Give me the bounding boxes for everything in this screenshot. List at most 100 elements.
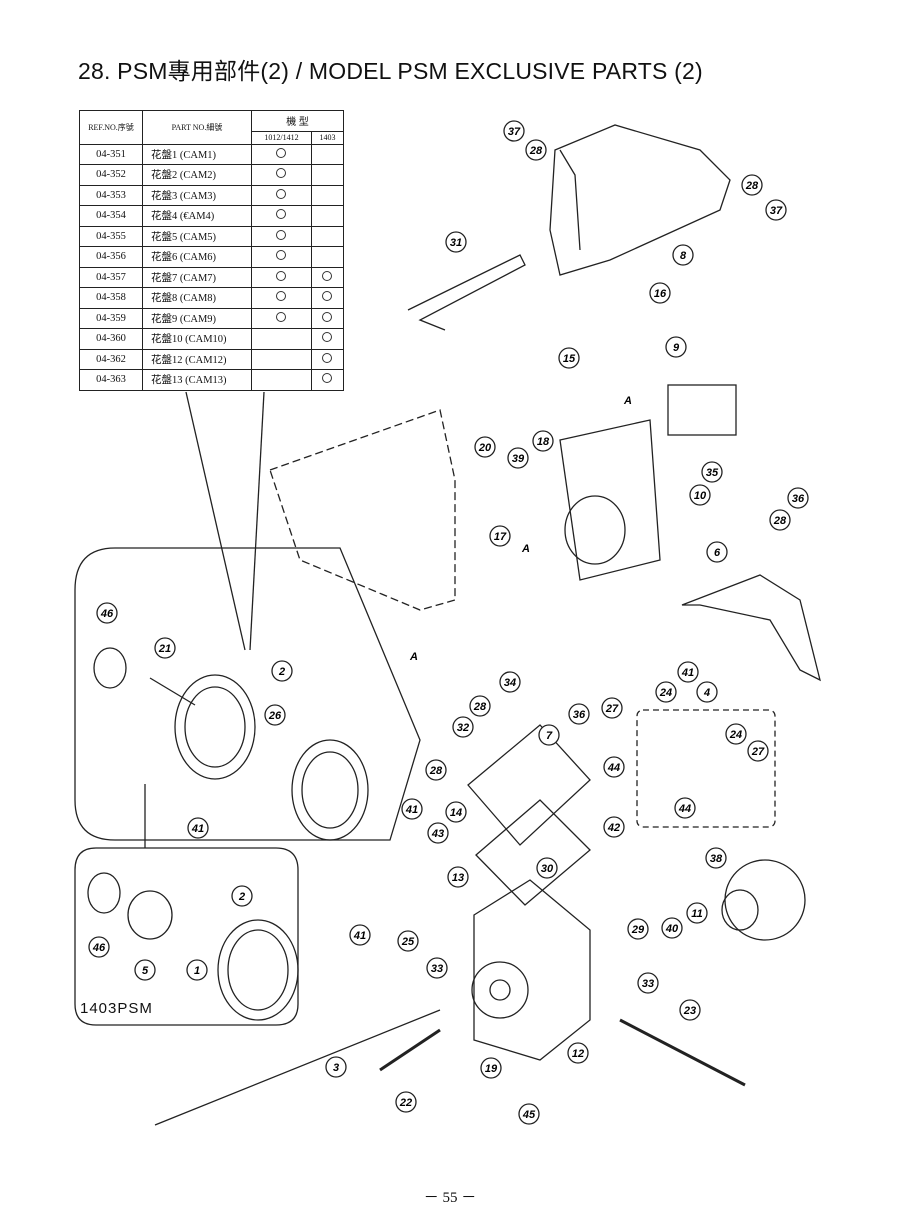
callout-28: 28: [741, 174, 763, 196]
callout-43: 43: [427, 822, 449, 844]
callout-label: 34: [504, 677, 516, 689]
callout-28: 28: [769, 509, 791, 531]
callout-label: 41: [191, 823, 204, 835]
callout-label: 36: [573, 709, 586, 721]
callout-13: 13: [447, 866, 469, 888]
part-name-cell: 花盤13 (CAM13): [142, 369, 252, 391]
callout-label: 32: [457, 722, 469, 734]
callout-21: 21: [154, 637, 176, 659]
callout-label: 44: [678, 803, 691, 815]
page-title: 28. PSM專用部件(2) / MODEL PSM EXCLUSIVE PAR…: [78, 58, 703, 84]
callout-label: 45: [522, 1109, 536, 1121]
header-model-b: 1403: [310, 130, 345, 145]
callout-10: 10: [689, 484, 711, 506]
callout-label: 41: [353, 930, 366, 942]
callout-29: 29: [627, 918, 649, 940]
callout-label: 5: [142, 965, 149, 977]
model-a-cell: [251, 246, 312, 268]
callout-label: 16: [654, 288, 667, 300]
callout-41: 41: [349, 924, 371, 946]
callout-label: 3: [333, 1062, 339, 1074]
callout-label: 36: [792, 493, 805, 505]
applicable-circle-icon: [322, 373, 333, 384]
applicable-circle-icon: [322, 352, 333, 363]
callout-27: 27: [601, 697, 623, 719]
callout-11: 11: [686, 902, 708, 924]
callout-15: 15: [558, 347, 580, 369]
applicable-circle-icon: [276, 188, 287, 199]
callout-37: 37: [765, 199, 787, 221]
callout-23: 23: [679, 999, 701, 1021]
arrow-label-a-2: A: [409, 651, 418, 663]
callout-label: 18: [537, 436, 550, 448]
callout-24: 24: [725, 723, 747, 745]
callout-label: 19: [485, 1063, 498, 1075]
callout-label: 38: [710, 853, 723, 865]
callout-label: 2: [238, 891, 245, 903]
callout-label: 12: [572, 1048, 584, 1060]
callout-27: 27: [747, 740, 769, 762]
callout-34: 34: [499, 671, 521, 693]
callout-label: 44: [607, 762, 620, 774]
applicable-circle-icon: [322, 291, 333, 302]
callout-label: 9: [673, 342, 680, 354]
callout-label: 13: [452, 872, 464, 884]
callout-label: 26: [268, 710, 282, 722]
callout-28: 28: [525, 139, 547, 161]
callout-label: 31: [450, 237, 462, 249]
callout-28: 28: [425, 759, 447, 781]
callout-label: 28: [473, 701, 487, 713]
callout-44: 44: [603, 756, 625, 778]
callout-19: 19: [480, 1057, 502, 1079]
inset-label: 1403PSM: [80, 1000, 153, 1017]
callout-label: 4: [703, 687, 710, 699]
applicable-circle-icon: [276, 250, 287, 261]
callout-label: 28: [429, 765, 443, 777]
callout-14: 14: [445, 801, 467, 823]
callout-39: 39: [507, 447, 529, 469]
callout-label: 28: [745, 180, 759, 192]
callout-2: 2: [231, 885, 253, 907]
callout-label: 11: [691, 908, 702, 920]
applicable-circle-icon: [276, 168, 287, 179]
arrow-label-a-3: A: [623, 395, 632, 407]
callout-45: 45: [518, 1103, 540, 1125]
callout-36: 36: [787, 487, 809, 509]
callout-6: 6: [706, 541, 728, 563]
callout-9: 9: [665, 336, 687, 358]
callout-label: 37: [508, 126, 521, 138]
callout-label: 1: [194, 965, 200, 977]
callout-22: 22: [395, 1091, 417, 1113]
header-part: PART NO.細號: [142, 110, 252, 145]
callout-label: 23: [683, 1005, 696, 1017]
callout-33: 33: [637, 972, 659, 994]
callout-label: 33: [431, 963, 443, 975]
page-number: － 55 －: [423, 1190, 477, 1206]
callout-label: 35: [706, 467, 719, 479]
callout-12: 12: [567, 1042, 589, 1064]
callout-label: 22: [399, 1097, 412, 1109]
callout-24: 24: [655, 681, 677, 703]
callout-label: 28: [529, 145, 543, 157]
callout-label: 17: [494, 531, 507, 543]
callout-label: 33: [642, 978, 654, 990]
model-b-cell: [310, 348, 345, 370]
callout-label: 6: [714, 547, 721, 559]
callout-33: 33: [426, 957, 448, 979]
callout-30: 30: [536, 857, 558, 879]
applicable-circle-icon: [276, 270, 287, 281]
callout-label: 10: [694, 490, 707, 502]
callout-label: 21: [158, 643, 171, 655]
callout-label: 29: [631, 924, 645, 936]
callout-label: 24: [729, 729, 742, 741]
callout-label: 41: [681, 667, 694, 679]
callout-4: 4: [696, 681, 718, 703]
callout-label: 41: [405, 804, 418, 816]
applicable-circle-icon: [276, 311, 287, 322]
table-subheader-row: 1012/1412 1403: [80, 130, 345, 145]
applicable-circle-icon: [276, 229, 287, 240]
